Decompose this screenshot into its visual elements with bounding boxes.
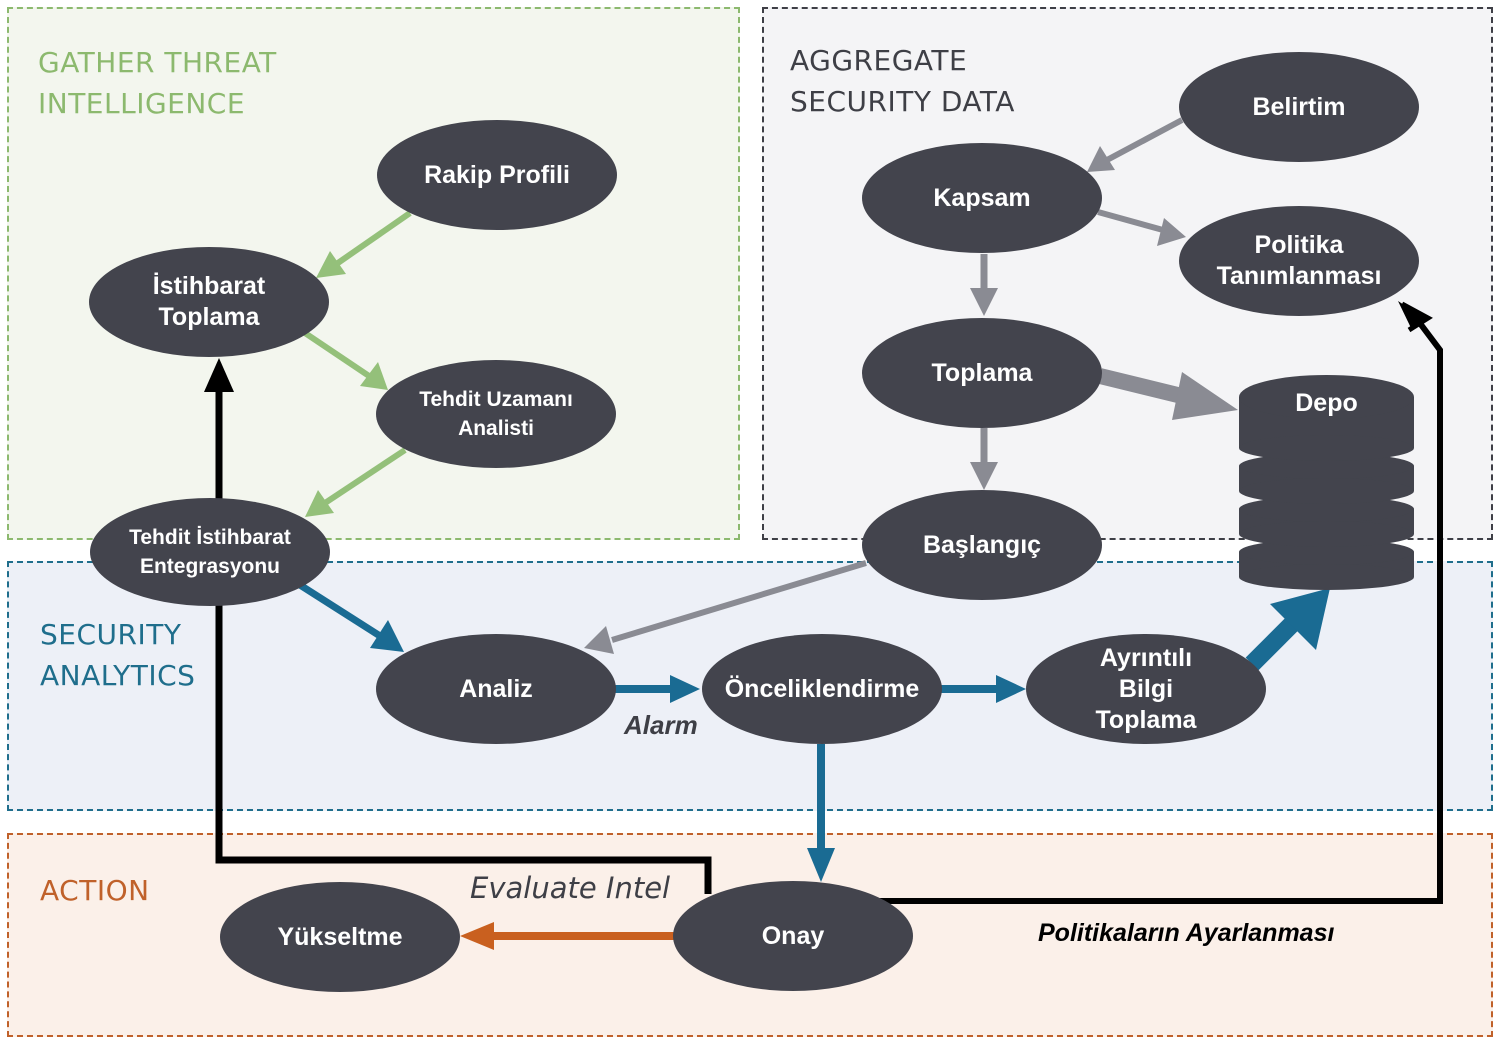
- arrowhead-orange: [460, 922, 494, 950]
- node-politika-tanimlanmasi[interactable]: Politika Tanımlanması: [1179, 206, 1419, 316]
- edge-entegrasyon-to-analiz: [298, 582, 382, 639]
- node-tehdit-istihbarat-entegrasyonu[interactable]: Tehdit İstihbarat Entegrasyonu: [90, 498, 330, 606]
- node-analiz[interactable]: Analiz: [376, 634, 616, 744]
- arrowhead-blue-2: [670, 675, 700, 703]
- node-rakip-profili[interactable]: Rakip Profili: [377, 120, 617, 230]
- arrowhead-gray-5: [1172, 372, 1238, 420]
- node-kapsam[interactable]: Kapsam: [862, 143, 1102, 253]
- node-baslangic[interactable]: Başlangıç: [862, 490, 1102, 600]
- edge-label-politikalarin-ayarlanmasi: Politikaların Ayarlanması: [1038, 919, 1335, 947]
- arrowhead-gray-2: [1157, 218, 1186, 246]
- arrowhead-green-3: [305, 490, 334, 517]
- node-tehdit-uzmani-label: Tehdit Uzamanı Analisti: [419, 388, 573, 440]
- node-tehdit-entegrasyonu-label: Tehdit İstihbarat Entegrasyonu: [129, 526, 291, 578]
- node-tehdit-uzmani-analisti[interactable]: Tehdit Uzamanı Analisti: [376, 360, 616, 468]
- arrowhead-green-1: [316, 251, 346, 278]
- node-rakip-profili-label: Rakip Profili: [424, 160, 570, 189]
- arrowhead-green-2: [360, 362, 388, 390]
- node-baslangic-label: Başlangıç: [922, 530, 1042, 559]
- arrowhead-blue-5: [807, 848, 835, 882]
- arrowhead-gray-4: [970, 462, 998, 490]
- node-analiz-label: Analiz: [459, 674, 533, 703]
- edge-tehdit-uzmani-to-entegrasyon: [320, 447, 407, 508]
- edge-label-evaluate-intel: Evaluate Intel: [470, 871, 671, 905]
- node-kapsam-label: Kapsam: [933, 183, 1031, 212]
- arrowhead-blue-4: [1270, 588, 1330, 650]
- edge-kapsam-to-politika: [1097, 209, 1164, 233]
- node-ayrintili-label: Ayrıntılı Bilgi Toplama: [1095, 643, 1197, 734]
- node-onay[interactable]: Onay: [673, 881, 913, 991]
- node-onay-label: Onay: [761, 921, 825, 950]
- depo-database-icon: [1239, 375, 1414, 590]
- node-onceliklendirme-label: Önceliklendirme: [724, 674, 920, 703]
- edge-istihbarat-to-tehdit-uzmani: [303, 330, 374, 381]
- node-depo-label: Depo: [1295, 388, 1358, 417]
- edge-onay-to-politika: [858, 316, 1443, 904]
- node-depo[interactable]: Depo: [1239, 380, 1414, 426]
- edge-baslangic-to-analiz: [611, 560, 867, 643]
- node-toplama[interactable]: Toplama: [862, 318, 1102, 428]
- edge-onay-to-istihbarat: [215, 388, 712, 894]
- analytics-region-title: SECURITY ANALYTICS: [40, 618, 196, 692]
- arrowhead-gray-6: [584, 626, 614, 654]
- node-istihbarat-toplama[interactable]: İstihbarat Toplama: [89, 247, 329, 357]
- node-yukseltme[interactable]: Yükseltme: [220, 882, 460, 992]
- edge-label-alarm: Alarm: [624, 710, 698, 740]
- node-politika-label: Politika Tanımlanması: [1216, 231, 1382, 290]
- node-toplama-label: Toplama: [931, 358, 1033, 387]
- edge-belirtim-to-kapsam: [1105, 117, 1184, 163]
- edge-toplama-to-depo: [1098, 368, 1192, 406]
- arrowhead-blue-3: [996, 675, 1026, 703]
- node-onceliklendirme[interactable]: Önceliklendirme: [702, 634, 942, 744]
- arrowhead-istihbarat: [204, 358, 234, 392]
- node-ayrintili-bilgi-toplama[interactable]: Ayrıntılı Bilgi Toplama: [1026, 634, 1266, 744]
- edge-rakip-to-istihbarat: [333, 210, 412, 268]
- node-istihbarat-toplama-label: İstihbarat Toplama: [152, 272, 266, 331]
- arrowhead-blue-1: [370, 620, 404, 652]
- action-region-title: ACTION: [40, 874, 150, 907]
- arrowhead-gray-1: [1087, 146, 1115, 172]
- node-belirtim-label: Belirtim: [1252, 92, 1346, 121]
- node-belirtim[interactable]: Belirtim: [1179, 52, 1419, 162]
- gather-region-title: GATHER THREAT INTELLIGENCE: [38, 46, 277, 120]
- arrowhead-gray-3: [970, 288, 998, 316]
- node-yukseltme-label: Yükseltme: [277, 922, 403, 951]
- aggregate-region-title: AGGREGATE SECURITY DATA: [790, 44, 1015, 118]
